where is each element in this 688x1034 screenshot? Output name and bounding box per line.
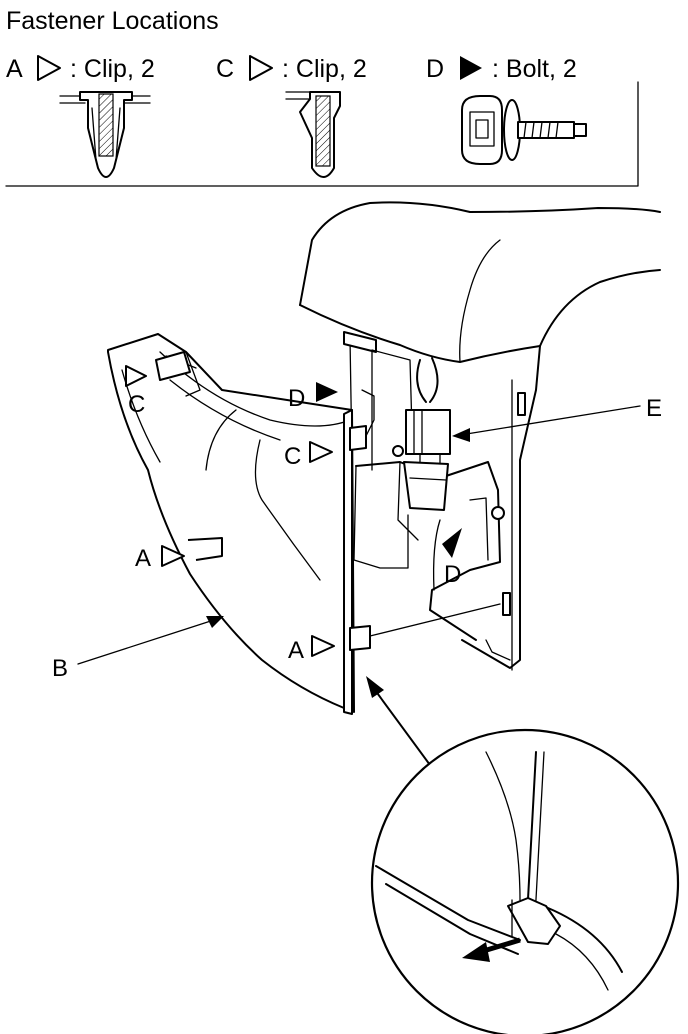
- open-triangle-icon: [125, 365, 147, 387]
- legend-item-d: D : Bolt, 2: [426, 55, 577, 83]
- panel-b: [107, 333, 501, 715]
- callout-c-mid: C: [284, 443, 301, 470]
- detail-circle: [370, 728, 680, 1034]
- callout-c-top: C: [128, 391, 145, 418]
- leader-lines: [77, 405, 641, 665]
- callout-d-upper: D: [288, 385, 305, 412]
- callout-a-lower: A: [288, 637, 304, 664]
- bolt-d-illustration: [461, 95, 587, 165]
- open-triangle-icon: [309, 441, 333, 463]
- filled-triangle-icon: [442, 528, 462, 558]
- open-triangle-icon: [37, 55, 61, 81]
- legend-desc-a: : Clip, 2: [70, 55, 155, 83]
- callout-a-left: A: [135, 545, 151, 572]
- legend-letter-c: C: [216, 55, 234, 83]
- legend-frame: [5, 81, 639, 187]
- clip-a-illustration: [59, 91, 151, 178]
- open-triangle-icon: [311, 635, 335, 657]
- open-triangle-icon: [161, 545, 185, 567]
- filled-triangle-icon: [460, 56, 482, 80]
- detail-arrow: [366, 676, 431, 766]
- callout-e: E: [646, 395, 662, 422]
- callout-d-lower: D: [444, 561, 461, 588]
- legend-letter-a: A: [6, 55, 23, 83]
- filled-triangle-icon: [316, 382, 338, 402]
- legend-item-c: C : Clip, 2: [216, 55, 367, 83]
- legend-letter-d: D: [426, 55, 444, 83]
- callout-b: B: [52, 655, 68, 682]
- clip-c-illustration: [285, 91, 341, 178]
- console-body: [299, 201, 661, 671]
- legend-desc-c: : Clip, 2: [282, 55, 367, 83]
- connector-e: [403, 409, 451, 511]
- open-triangle-icon: [249, 55, 273, 81]
- legend-desc-d: : Bolt, 2: [492, 55, 577, 83]
- diagram-title: Fastener Locations: [6, 7, 219, 35]
- legend-item-a: A : Clip, 2: [6, 55, 155, 83]
